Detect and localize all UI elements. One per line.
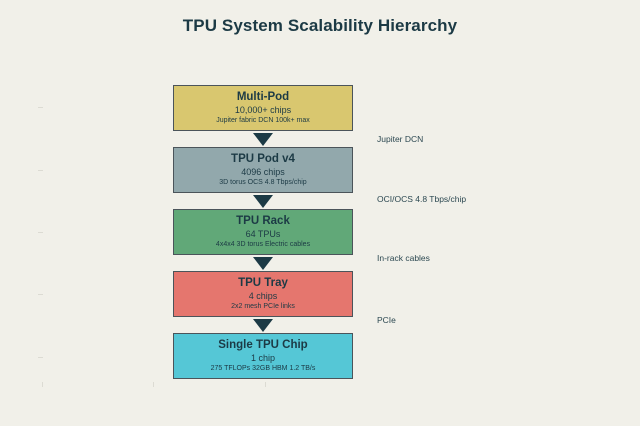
level-name: TPU Rack (236, 215, 290, 227)
down-arrow-icon (253, 319, 273, 332)
down-arrow-icon (253, 195, 273, 208)
level-detail: 4x4x4 3D torus Electric cables (215, 241, 311, 248)
axis-tick (38, 170, 43, 171)
level-box-tpu-tray: TPU Tray 4 chips 2x2 mesh PCIe links (173, 271, 353, 317)
level-detail: 275 TFLOPs 32GB HBM 1.2 TB/s (210, 365, 316, 372)
axis-tick (42, 382, 43, 387)
link-label: PCIe (377, 315, 396, 325)
link-label: Jupiter DCN (377, 134, 424, 144)
level-name: TPU Tray (238, 277, 288, 289)
axis-tick (153, 382, 154, 387)
axis-tick (265, 382, 266, 387)
axis-tick (38, 107, 43, 108)
page-title: TPU System Scalability Hierarchy (182, 16, 458, 35)
level-name: Multi-Pod (236, 91, 290, 103)
level-box-multi-pod: Multi-Pod 10,000+ chips Jupiter fabric D… (173, 85, 353, 131)
level-capacity: 4096 chips (241, 167, 285, 177)
down-arrow-icon (253, 133, 273, 146)
level-detail: 2x2 mesh PCIe links (231, 303, 295, 310)
level-box-tpu-rack: TPU Rack 64 TPUs 4x4x4 3D torus Electric… (173, 209, 353, 255)
link-label: In-rack cables (377, 253, 430, 263)
level-capacity: 1 chip (250, 353, 276, 363)
down-arrow-icon (253, 257, 273, 270)
axis-tick (38, 232, 43, 233)
level-detail: Jupiter fabric DCN 100k+ max (216, 117, 310, 124)
level-box-tpu-pod-v4: TPU Pod v4 4096 chips 3D torus OCS 4.8 T… (173, 147, 353, 193)
axis-tick (38, 357, 43, 358)
level-detail: 3D torus OCS 4.8 Tbps/chip (219, 179, 307, 186)
level-capacity: 64 TPUs (245, 229, 281, 239)
axis-tick (38, 294, 43, 295)
level-box-single-tpu-chip: Single TPU Chip 1 chip 275 TFLOPs 32GB H… (173, 333, 353, 379)
level-name: TPU Pod v4 (231, 153, 295, 165)
level-capacity: 4 chips (248, 291, 278, 301)
link-label: OCI/OCS 4.8 Tbps/chip (377, 194, 467, 204)
level-name: Single TPU Chip (218, 339, 308, 351)
level-capacity: 10,000+ chips (234, 105, 292, 115)
